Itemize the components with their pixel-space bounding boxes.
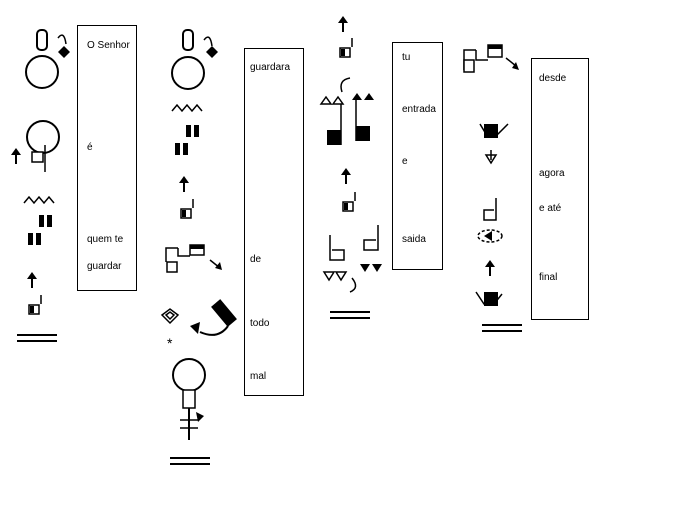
bent-hand-icon xyxy=(479,123,509,165)
gloss-box-4: desde agora e até final xyxy=(531,58,589,320)
gloss-word: tu xyxy=(402,52,411,63)
arrow-hand-icon xyxy=(26,271,42,315)
arrow-hand-icon xyxy=(340,167,356,212)
gloss-word: O Senhor xyxy=(87,40,130,51)
gloss-word: mal xyxy=(250,371,267,382)
contact-movement-icon: * xyxy=(160,299,237,351)
gloss-word: saida xyxy=(402,234,426,245)
sign-group-2: * xyxy=(160,29,237,465)
hand-shape-icon xyxy=(165,244,222,273)
gloss-box-1: O Senhor é quem te guardar xyxy=(77,25,137,291)
movement-bars-icon xyxy=(23,196,55,245)
gloss-word: todo xyxy=(250,318,270,329)
end-mark-icon xyxy=(329,311,371,319)
double-hand-arrows-icon xyxy=(319,77,374,145)
gloss-word: desde xyxy=(539,73,567,84)
arrow-hand-icon xyxy=(475,259,503,306)
gloss-word: quem te xyxy=(87,234,124,245)
gloss-word: e até xyxy=(539,203,562,214)
gloss-word: agora xyxy=(539,168,565,179)
head-hand-icon xyxy=(172,358,206,440)
end-mark-icon xyxy=(169,457,211,465)
hands-down-arrows-icon xyxy=(322,225,382,293)
gloss-word: entrada xyxy=(402,104,436,115)
arrow-hand-icon xyxy=(337,15,353,58)
gloss-word: final xyxy=(539,272,558,283)
hand-shape-icon xyxy=(463,44,519,73)
end-mark-icon xyxy=(16,334,58,342)
gloss-word: é xyxy=(87,142,93,153)
arrow-hand-icon xyxy=(178,175,194,219)
hand-circle-icon xyxy=(10,120,60,172)
hand-contact-icon xyxy=(477,198,503,243)
gloss-word: e xyxy=(402,156,408,167)
sign-group-4 xyxy=(463,44,523,332)
end-mark-icon xyxy=(481,324,523,332)
face-circle-icon xyxy=(25,29,70,89)
sign-group-3 xyxy=(319,15,382,319)
gloss-box-3: tu entrada e saida xyxy=(392,42,443,270)
sign-group-1 xyxy=(10,29,70,342)
face-circle-icon xyxy=(171,29,218,90)
gloss-word: de xyxy=(250,254,262,265)
gloss-word: guardar xyxy=(87,261,122,272)
movement-bars-icon xyxy=(171,104,203,155)
gloss-word: guardara xyxy=(250,62,291,73)
gloss-box-2: guardara de todo mal xyxy=(244,48,304,396)
svg-text:*: * xyxy=(167,335,173,351)
